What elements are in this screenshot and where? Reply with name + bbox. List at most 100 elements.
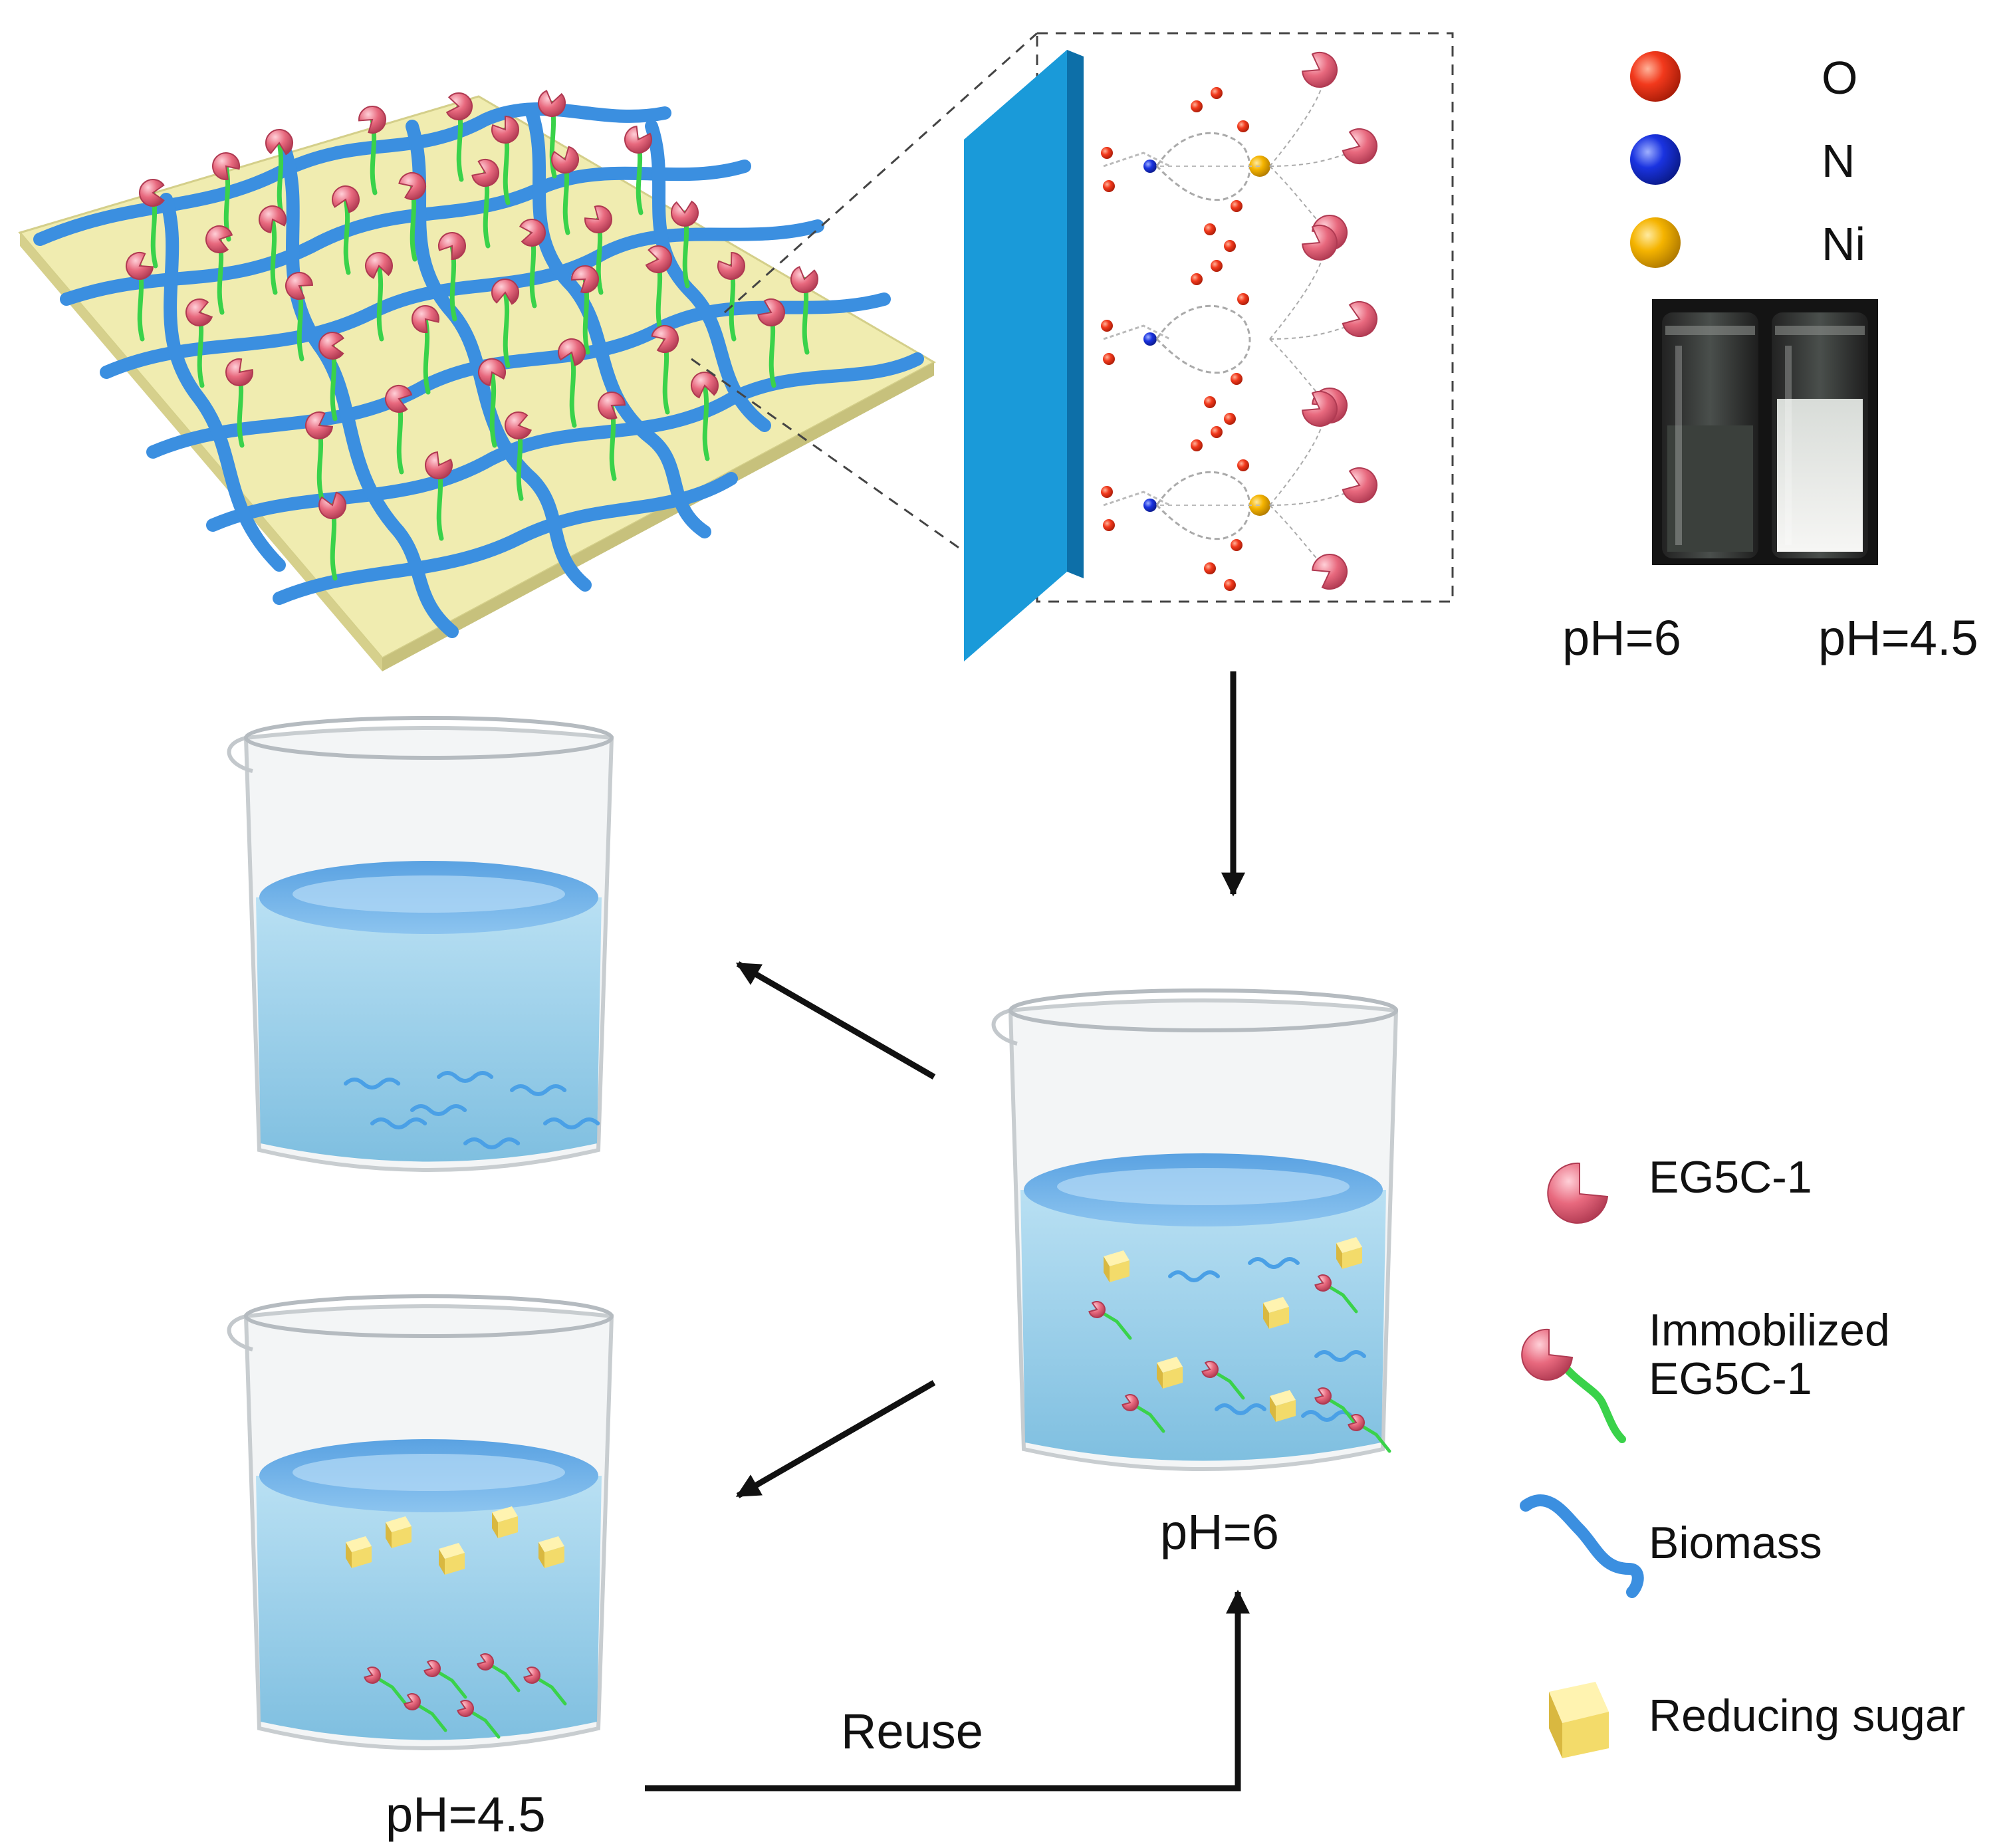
immobilized-enzyme-icon [505, 411, 532, 439]
process-arrows [645, 671, 1250, 1791]
nitrogen-atom-icon [1143, 499, 1157, 512]
biomass-icon [1168, 1270, 1220, 1282]
enzyme-icon [1302, 52, 1338, 88]
immobilized-enzymes [126, 90, 818, 581]
immobilized-enzyme-icon [305, 411, 334, 439]
biomass-icon [1215, 1403, 1266, 1415]
beaker-bottom-left [227, 1294, 614, 1750]
nitrogen-atom-icon [1143, 160, 1157, 173]
immobilized-legend-label: Immobilized EG5C-1 [1649, 1305, 1890, 1405]
immobilized-enzyme-icon [364, 1667, 381, 1684]
enzyme-legend-icon [1547, 1162, 1609, 1224]
biomass-legend-label: Biomass [1649, 1518, 1822, 1568]
immobilized-enzyme-icon [358, 106, 386, 134]
immobilized-enzyme-icon [478, 358, 506, 386]
immobilized-enzyme-icon [423, 1660, 441, 1677]
biomass-icon [543, 1117, 600, 1129]
enzyme-icon [1342, 467, 1377, 503]
nitrogen-atom-icon [1630, 134, 1681, 185]
arrow-to-bottom-beaker [735, 1380, 936, 1498]
immobilized-enzyme-icon [318, 491, 346, 519]
reducing-sugar-icon [538, 1536, 564, 1552]
immobilized-enzyme-icon [551, 146, 579, 173]
arrow-to-top-beaker [735, 961, 936, 1080]
reducing-sugar-icon [1336, 1237, 1362, 1253]
immobilized-enzyme-icon [398, 172, 426, 200]
reducing-sugar-icon [346, 1536, 372, 1552]
oxygen-label: O [1822, 52, 1858, 104]
nickel-label: Ni [1822, 218, 1866, 270]
immobilized-enzyme-icon [624, 126, 652, 154]
immobilized-enzyme-icon [671, 200, 699, 227]
immobilized-enzyme-legend-icon [1521, 1328, 1626, 1443]
beaker-top-left [227, 716, 614, 1172]
immobilized-enzyme-icon [318, 332, 344, 360]
immobilized-enzyme-icon [212, 152, 240, 180]
reducing-sugar-legend-icon [1549, 1682, 1609, 1758]
immobilized-enzyme-icon [457, 1700, 474, 1717]
immobilized-enzyme-icon [285, 272, 314, 300]
enzyme-icon [1302, 225, 1338, 261]
reuse-arrow [645, 1589, 1250, 1791]
immobilized-enzyme-icon [538, 90, 566, 117]
immobilized-enzyme-icon [477, 1653, 494, 1671]
vial-ph-right-label: pH=4.5 [1818, 610, 1978, 665]
enzyme-icon [1342, 128, 1377, 164]
reducing-sugar-icon [439, 1543, 465, 1559]
biomass-icon [410, 1104, 467, 1116]
membrane-panel [964, 50, 1084, 661]
immobilized-enzyme-icon [471, 159, 499, 187]
immobilized-enzyme-icon [332, 185, 360, 213]
immobilized-enzyme-icon [491, 115, 519, 144]
component-legend-icons [1520, 1162, 1644, 1758]
enzyme-legend-label: EG5C-1 [1649, 1152, 1812, 1203]
biomass-icon [463, 1137, 521, 1149]
vial-photo [1652, 299, 1878, 565]
immobilized-enzyme-icon [717, 251, 745, 280]
enzyme-icon [1312, 554, 1348, 590]
reducing-sugar-icon [1270, 1390, 1296, 1406]
vial-ph-left-label: pH=6 [1562, 610, 1681, 665]
enzyme-icon [1302, 391, 1338, 427]
reducing-sugar-icon [492, 1506, 518, 1522]
immobilized-enzyme-icon [365, 252, 393, 279]
immobilized-enzyme-icon [651, 325, 679, 353]
immobilized-enzyme-icon [691, 372, 719, 399]
immobilized-enzyme-icon [1314, 1274, 1332, 1292]
reducing-sugar-icon [386, 1516, 412, 1532]
immobilized-enzyme-icon [126, 252, 154, 280]
immobilized-enzyme-icon [438, 232, 466, 260]
immobilized-enzyme-icon [205, 225, 233, 253]
immobilized-enzyme-icon [185, 298, 213, 326]
immobilized-enzyme-icon [1201, 1361, 1219, 1378]
immobilized-enzyme-icon [139, 179, 165, 207]
sugar-legend-label: Reducing sugar [1649, 1690, 1966, 1741]
biomass-icon [510, 1084, 567, 1096]
immobilized-enzyme-icon [445, 92, 473, 120]
reuse-label: Reuse [841, 1704, 983, 1759]
immobilized-enzyme-icon [584, 205, 612, 233]
biomass-icon [344, 1078, 401, 1090]
bottom-beaker-ph-label: pH=4.5 [386, 1787, 546, 1842]
reducing-sugar-icon [1104, 1250, 1129, 1266]
immobilized-enzyme-icon [1088, 1301, 1106, 1318]
immobilized-enzyme-icon [571, 265, 599, 293]
immobilized-enzyme-icon [425, 451, 453, 479]
immobilized-enzyme-icon [491, 279, 519, 305]
oxygen-atom-icon [1630, 51, 1681, 102]
biomass-icon [1248, 1257, 1300, 1269]
center-beaker-ph-label: pH=6 [1160, 1504, 1279, 1559]
immobilized-enzyme-icon [404, 1693, 421, 1710]
immobilized-enzyme-icon [412, 305, 439, 333]
immobilized-enzyme-icon [1348, 1414, 1365, 1431]
immobilized-enzyme-icon [790, 266, 818, 293]
nitrogen-label: N [1822, 135, 1855, 187]
nickel-atom-icon [1630, 217, 1681, 268]
biomass-icon [437, 1071, 494, 1083]
immobilized-enzyme-icon [385, 385, 413, 413]
immobilized-enzyme-icon [259, 205, 287, 233]
immobilized-enzyme-icon [519, 219, 546, 247]
immobilized-enzyme-icon [645, 245, 672, 273]
molecular-detail [1101, 52, 1377, 591]
